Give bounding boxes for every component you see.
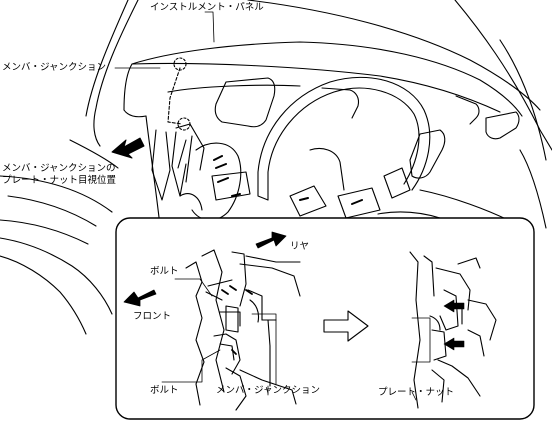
label-member-junction-inset: メンバ・ジャンクション — [216, 385, 321, 396]
vehicle-body-outline — [0, 0, 552, 335]
label-plate-nut: プレート・ナット — [378, 387, 455, 398]
label-front: フロント — [133, 311, 172, 322]
label-instrument-panel: インストルメント・パネル — [150, 2, 264, 13]
label-bolt-upper: ボルト — [150, 266, 179, 277]
detail-inset — [115, 217, 535, 420]
left-detail-drawing — [161, 249, 301, 411]
rear-arrow — [255, 231, 287, 249]
label-bolt-lower: ボルト — [150, 385, 179, 396]
label-rear: リヤ — [290, 241, 310, 252]
front-arrow — [123, 289, 157, 307]
label-member-junction-top: メンバ・ジャンクション — [2, 62, 107, 73]
right-detail-drawing — [409, 251, 497, 409]
view-position-arrow — [111, 137, 145, 159]
leader-lines-top — [114, 11, 215, 69]
instrument-panel — [123, 41, 523, 227]
label-view-position: メンバ・ジャンクションの プレート・ナット目視位置 — [2, 163, 117, 186]
process-arrow — [323, 310, 369, 342]
